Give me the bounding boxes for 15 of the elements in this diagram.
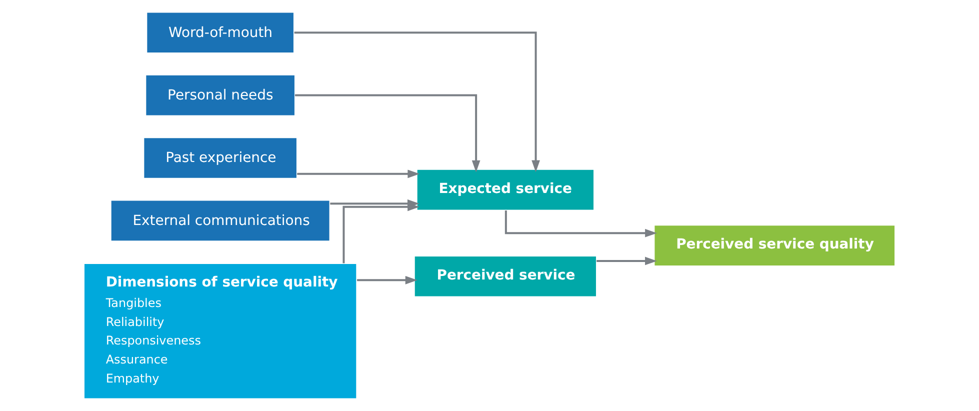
node-box: Dimensions of service quality Tangibles Reliability Responsiveness Assurance Empathy [83,262,358,400]
node-box: Past experience [143,137,298,179]
node-box: Expected service [416,168,594,211]
arrow [504,210,658,238]
node-box: Word-of-mouth [146,12,294,54]
node-box: External communications [110,200,330,242]
arrow [357,276,418,284]
arrow [342,202,420,264]
arrow [596,256,657,266]
arrow [294,32,540,172]
arrow [297,170,420,178]
arrow [294,94,480,172]
node-box: Perceived service quality [654,224,896,266]
node-box: Perceived service [414,256,597,298]
node-box: Personal needs [145,74,296,116]
